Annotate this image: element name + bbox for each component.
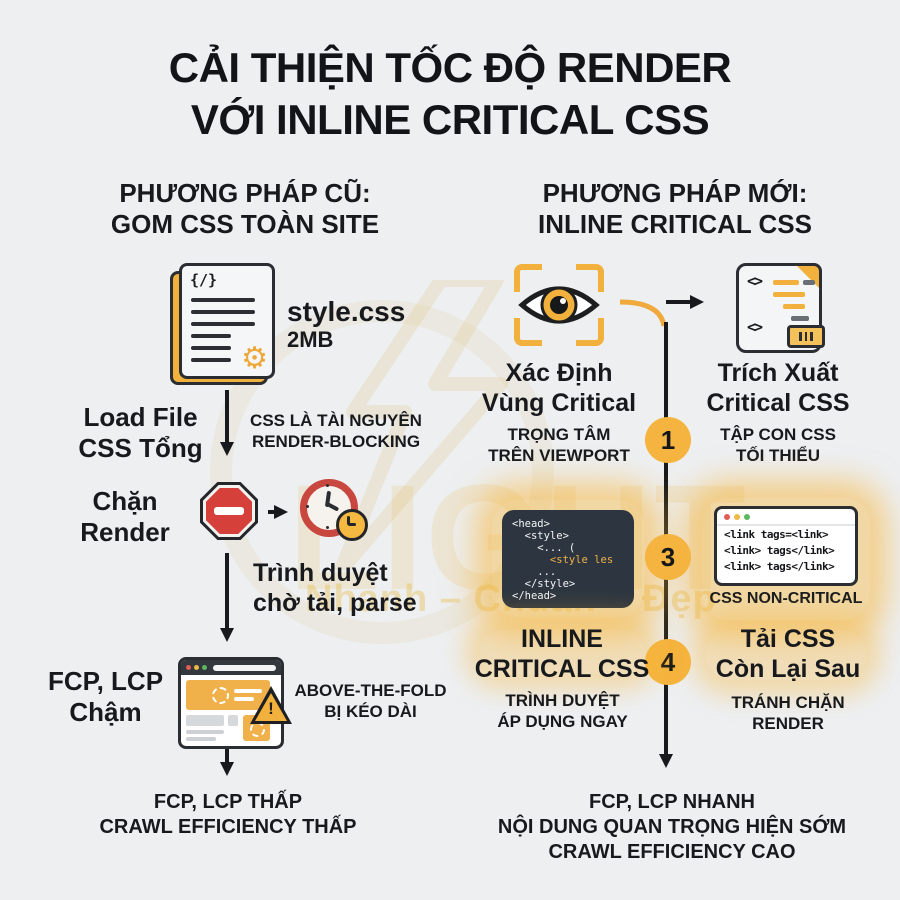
css-file-size: 2MB <box>287 327 334 352</box>
css-subset-note: TẬP CON CSS TỐI THIỂU <box>720 425 836 465</box>
code-braces-glyph: {/} <box>190 271 218 289</box>
extract-critical-title: Trích Xuất Critical CSS <box>706 359 850 417</box>
page-title: CẢI THIỆN TỐC ĐỘ RENDER VỚI INLINE CRITI… <box>168 44 732 143</box>
green-dot-icon <box>202 665 207 670</box>
defer-title-glow <box>706 630 866 680</box>
viewport-focus-note: TRỌNG TÂM TRÊN VIEWPORT <box>488 425 630 465</box>
stop-sign-icon <box>200 482 258 540</box>
yellow-dot-icon <box>734 513 740 520</box>
url-bar <box>213 664 276 671</box>
identify-critical-title: Xác Định Vùng Critical <box>481 359 637 417</box>
step-badge-4: 4 <box>645 639 691 685</box>
lightning-bolt-watermark <box>334 280 508 570</box>
defer-css-title: Tải CSS Còn Lại Sau <box>715 625 861 683</box>
red-dot-icon <box>186 665 191 670</box>
step-badge-1: 1 <box>645 417 691 463</box>
link-tags-code: <link tags=<link> <link> tags</link> <li… <box>724 528 835 573</box>
critical-css-doc-icon: <> <> <box>736 263 825 353</box>
browser-wait-note: Trình duyệt chờ tải, parse <box>253 559 417 617</box>
old-method-header: PHƯƠNG PHÁP CŨ: GOM CSS TOÀN SITE <box>110 178 380 239</box>
block-render-label: Chặn Render <box>80 486 170 547</box>
apply-immediately-note: TRÌNH DUYỆT ÁP DỤNG NGAY <box>497 691 628 731</box>
inline-title-glow <box>480 630 645 674</box>
spinner-icon <box>212 687 229 704</box>
browser-titlebar <box>181 660 281 675</box>
avoid-blocking-note: TRÁNH CHẶN RENDER <box>731 693 845 733</box>
hero-block <box>186 680 270 710</box>
new-method-header: PHƯƠNG PHÁP MỚI: INLINE CRITICAL CSS <box>538 178 812 239</box>
inline-critical-title: INLINE CRITICAL CSS <box>474 625 650 683</box>
spinner-icon <box>250 722 265 737</box>
barcode-tag-icon <box>787 325 825 348</box>
load-file-label: Load File CSS Tổng <box>78 402 203 463</box>
warning-triangle-icon: ! <box>250 686 292 724</box>
old-method-result: FCP, LCP THẤP CRAWL EFFICIENCY THẤP <box>99 791 357 838</box>
clock-icon <box>300 479 368 545</box>
above-the-fold-note: ABOVE-THE-FOLD BỊ KÉO DÀI <box>294 681 447 721</box>
yellow-dot-icon <box>194 665 199 670</box>
slow-fcp-label: FCP, LCP Chậm <box>47 666 164 727</box>
red-dot-icon <box>724 513 730 520</box>
noncritical-links-glow: <link tags=<link> <link> tags</link> <li… <box>702 498 870 620</box>
new-method-result: FCP, LCP NHANH NỘI DUNG QUAN TRỌNG HIỆN … <box>497 791 847 863</box>
viewport-eye-icon <box>514 264 604 346</box>
green-dot-icon <box>744 513 750 520</box>
noncritical-label: CSS NON-CRITICAL <box>709 590 863 607</box>
link-tags-window-icon: <link tags=<link> <link> tags</link> <li… <box>714 506 858 586</box>
css-file-name: style.css <box>287 296 406 327</box>
inline-head-code-glow: <head> <style> <... ( <style les ... </s… <box>492 500 644 618</box>
gear-icon: ⚙ <box>241 342 268 375</box>
render-blocking-note: CSS LÀ TÀI NGUYÊN RENDER-BLOCKING <box>250 411 422 451</box>
css-file-icon: {/} ⚙ <box>170 263 275 385</box>
step-badge-3: 3 <box>645 534 691 580</box>
inline-head-code-block: <head> <style> <... ( <style les ... </s… <box>502 510 634 608</box>
